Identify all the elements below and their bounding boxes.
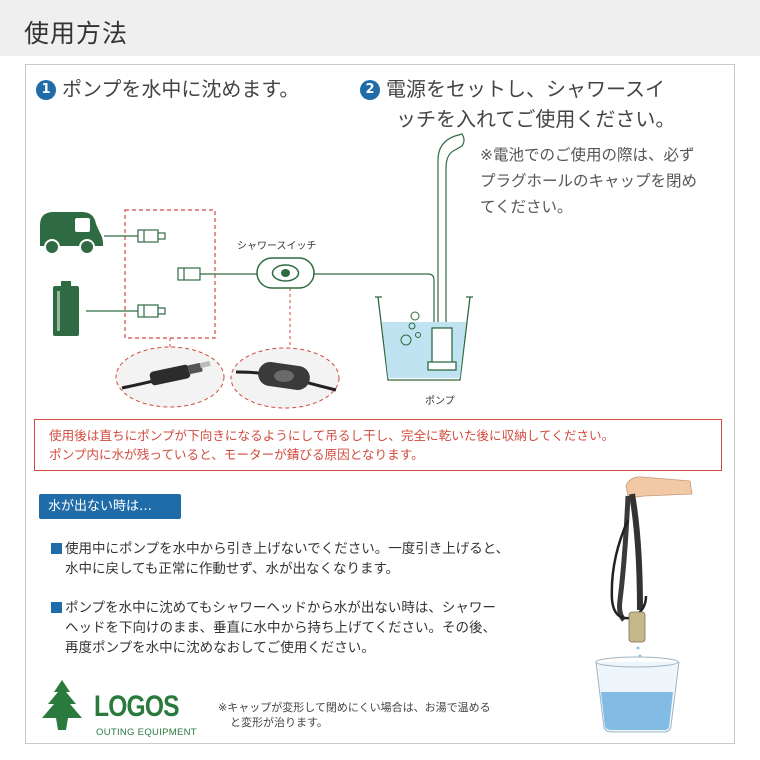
no-water-badge: 水が出ない時は… bbox=[39, 494, 181, 519]
warning-line-1: 使用後は直ちにポンプが下向きになるようにして吊るし干し、完全に乾いた後に収納して… bbox=[49, 428, 615, 443]
shower-hose-icon bbox=[437, 133, 465, 331]
pump-label: ポンプ bbox=[425, 396, 455, 407]
plug-icon bbox=[137, 304, 166, 318]
step-2: 2 電源をセットし、シャワースイ bbox=[360, 74, 665, 104]
switch-photo-circle bbox=[230, 347, 340, 409]
step-2-line-2: ッチを入れてご使用ください。 bbox=[396, 107, 676, 131]
drying-warning: 使用後は直ちにポンプが下向きになるようにして吊るし干し、完全に乾いた後に収納して… bbox=[34, 419, 722, 471]
brand-logo: LOGOS bbox=[94, 690, 180, 723]
brand-tagline: OUTING EQUIPMENT bbox=[96, 727, 197, 738]
trouble-item-2: ポンプを水中に沈めてもシャワーヘッドから水が出ない時は、シャワー bbox=[51, 598, 496, 618]
battery-note-line-3: てください。 bbox=[480, 198, 573, 216]
footnote-line-1: ※キャップが変形して閉めにくい場合は、お湯で温める bbox=[218, 701, 491, 714]
cap-footnote: ※キャップが変形して閉めにくい場合は、お湯で温める と変形が治ります。 bbox=[218, 700, 491, 730]
step-1-text: ポンプを水中に沈めます。 bbox=[62, 77, 300, 101]
battery-note-line-1: ※電池でのご使用の際は、必ず bbox=[480, 146, 695, 164]
page-title: 使用方法 bbox=[24, 19, 129, 48]
trouble-item-2-line-3: 再度ポンプを水中に沈めなおしてご使用ください。 bbox=[65, 640, 375, 656]
instructions-panel bbox=[25, 64, 735, 744]
step-number-badge: 1 bbox=[36, 80, 56, 100]
switch-icon bbox=[256, 257, 315, 289]
hand-pump-illustration bbox=[595, 476, 693, 733]
trouble-item-1-line-1: 使用中にポンプを水中から引き上げないでください。一度引き上げると、 bbox=[65, 541, 510, 557]
bucket-icon bbox=[375, 296, 473, 381]
trouble-item-1: 使用中にポンプを水中から引き上げないでください。一度引き上げると、 bbox=[51, 539, 509, 559]
plug-photo-circle bbox=[115, 346, 225, 408]
trouble-item-1-line-2: 水中に戻しても正常に作動せず、水が出なくなります。 bbox=[65, 561, 400, 577]
footnote-line-2: と変形が治ります。 bbox=[230, 716, 328, 729]
step-number-badge: 2 bbox=[360, 80, 380, 100]
pump-icon bbox=[427, 327, 457, 371]
trouble-item-2-line-2: ヘッドを下向けのまま、垂直に水中から持ち上げてください。その後、 bbox=[65, 620, 497, 636]
switch-label: シャワースイッチ bbox=[237, 241, 317, 252]
logos-leaf-icon bbox=[42, 680, 82, 730]
step-2-line-1: 電源をセットし、シャワースイ bbox=[386, 77, 665, 101]
plug-icon bbox=[137, 229, 166, 243]
bullet-square-icon bbox=[51, 602, 62, 613]
car-icon bbox=[40, 212, 103, 255]
warning-line-2: ポンプ内に水が残っていると、モーターが錆びる原因となります。 bbox=[49, 447, 424, 462]
page-header: 使用方法 bbox=[0, 0, 760, 56]
socket-plug-icon bbox=[177, 267, 201, 281]
battery-icon bbox=[53, 281, 79, 336]
bullet-square-icon bbox=[51, 543, 62, 554]
step-1: 1 ポンプを水中に沈めます。 bbox=[36, 74, 299, 104]
trouble-item-2-line-1: ポンプを水中に沈めてもシャワーヘッドから水が出ない時は、シャワー bbox=[65, 600, 496, 616]
battery-note-line-2: プラグホールのキャップを閉め bbox=[480, 172, 698, 190]
